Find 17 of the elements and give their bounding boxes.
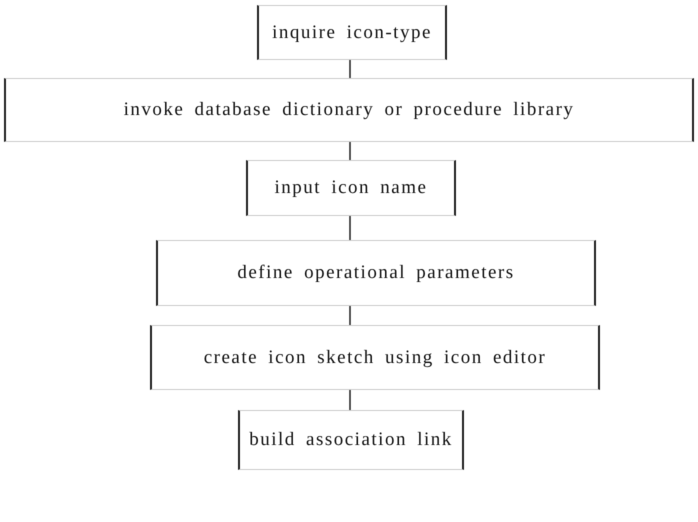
process-box — [238, 410, 464, 470]
process-box — [150, 325, 600, 390]
connector-line — [349, 60, 351, 78]
step-label: define operational parameters — [237, 262, 515, 284]
process-box — [4, 78, 694, 142]
step-label: inquire icon-type — [272, 22, 432, 44]
step-label: create icon sketch using icon editor — [204, 346, 546, 368]
step-label: build association link — [249, 429, 453, 451]
step-label: input icon name — [274, 177, 428, 199]
process-box — [257, 5, 447, 60]
process-box — [246, 160, 456, 216]
connector-line — [349, 306, 351, 325]
connector-line — [349, 390, 351, 410]
connector-line — [349, 216, 351, 240]
step-label: invoke database dictionary or procedure library — [124, 99, 574, 121]
process-box — [156, 240, 596, 306]
connector-line — [349, 142, 351, 160]
